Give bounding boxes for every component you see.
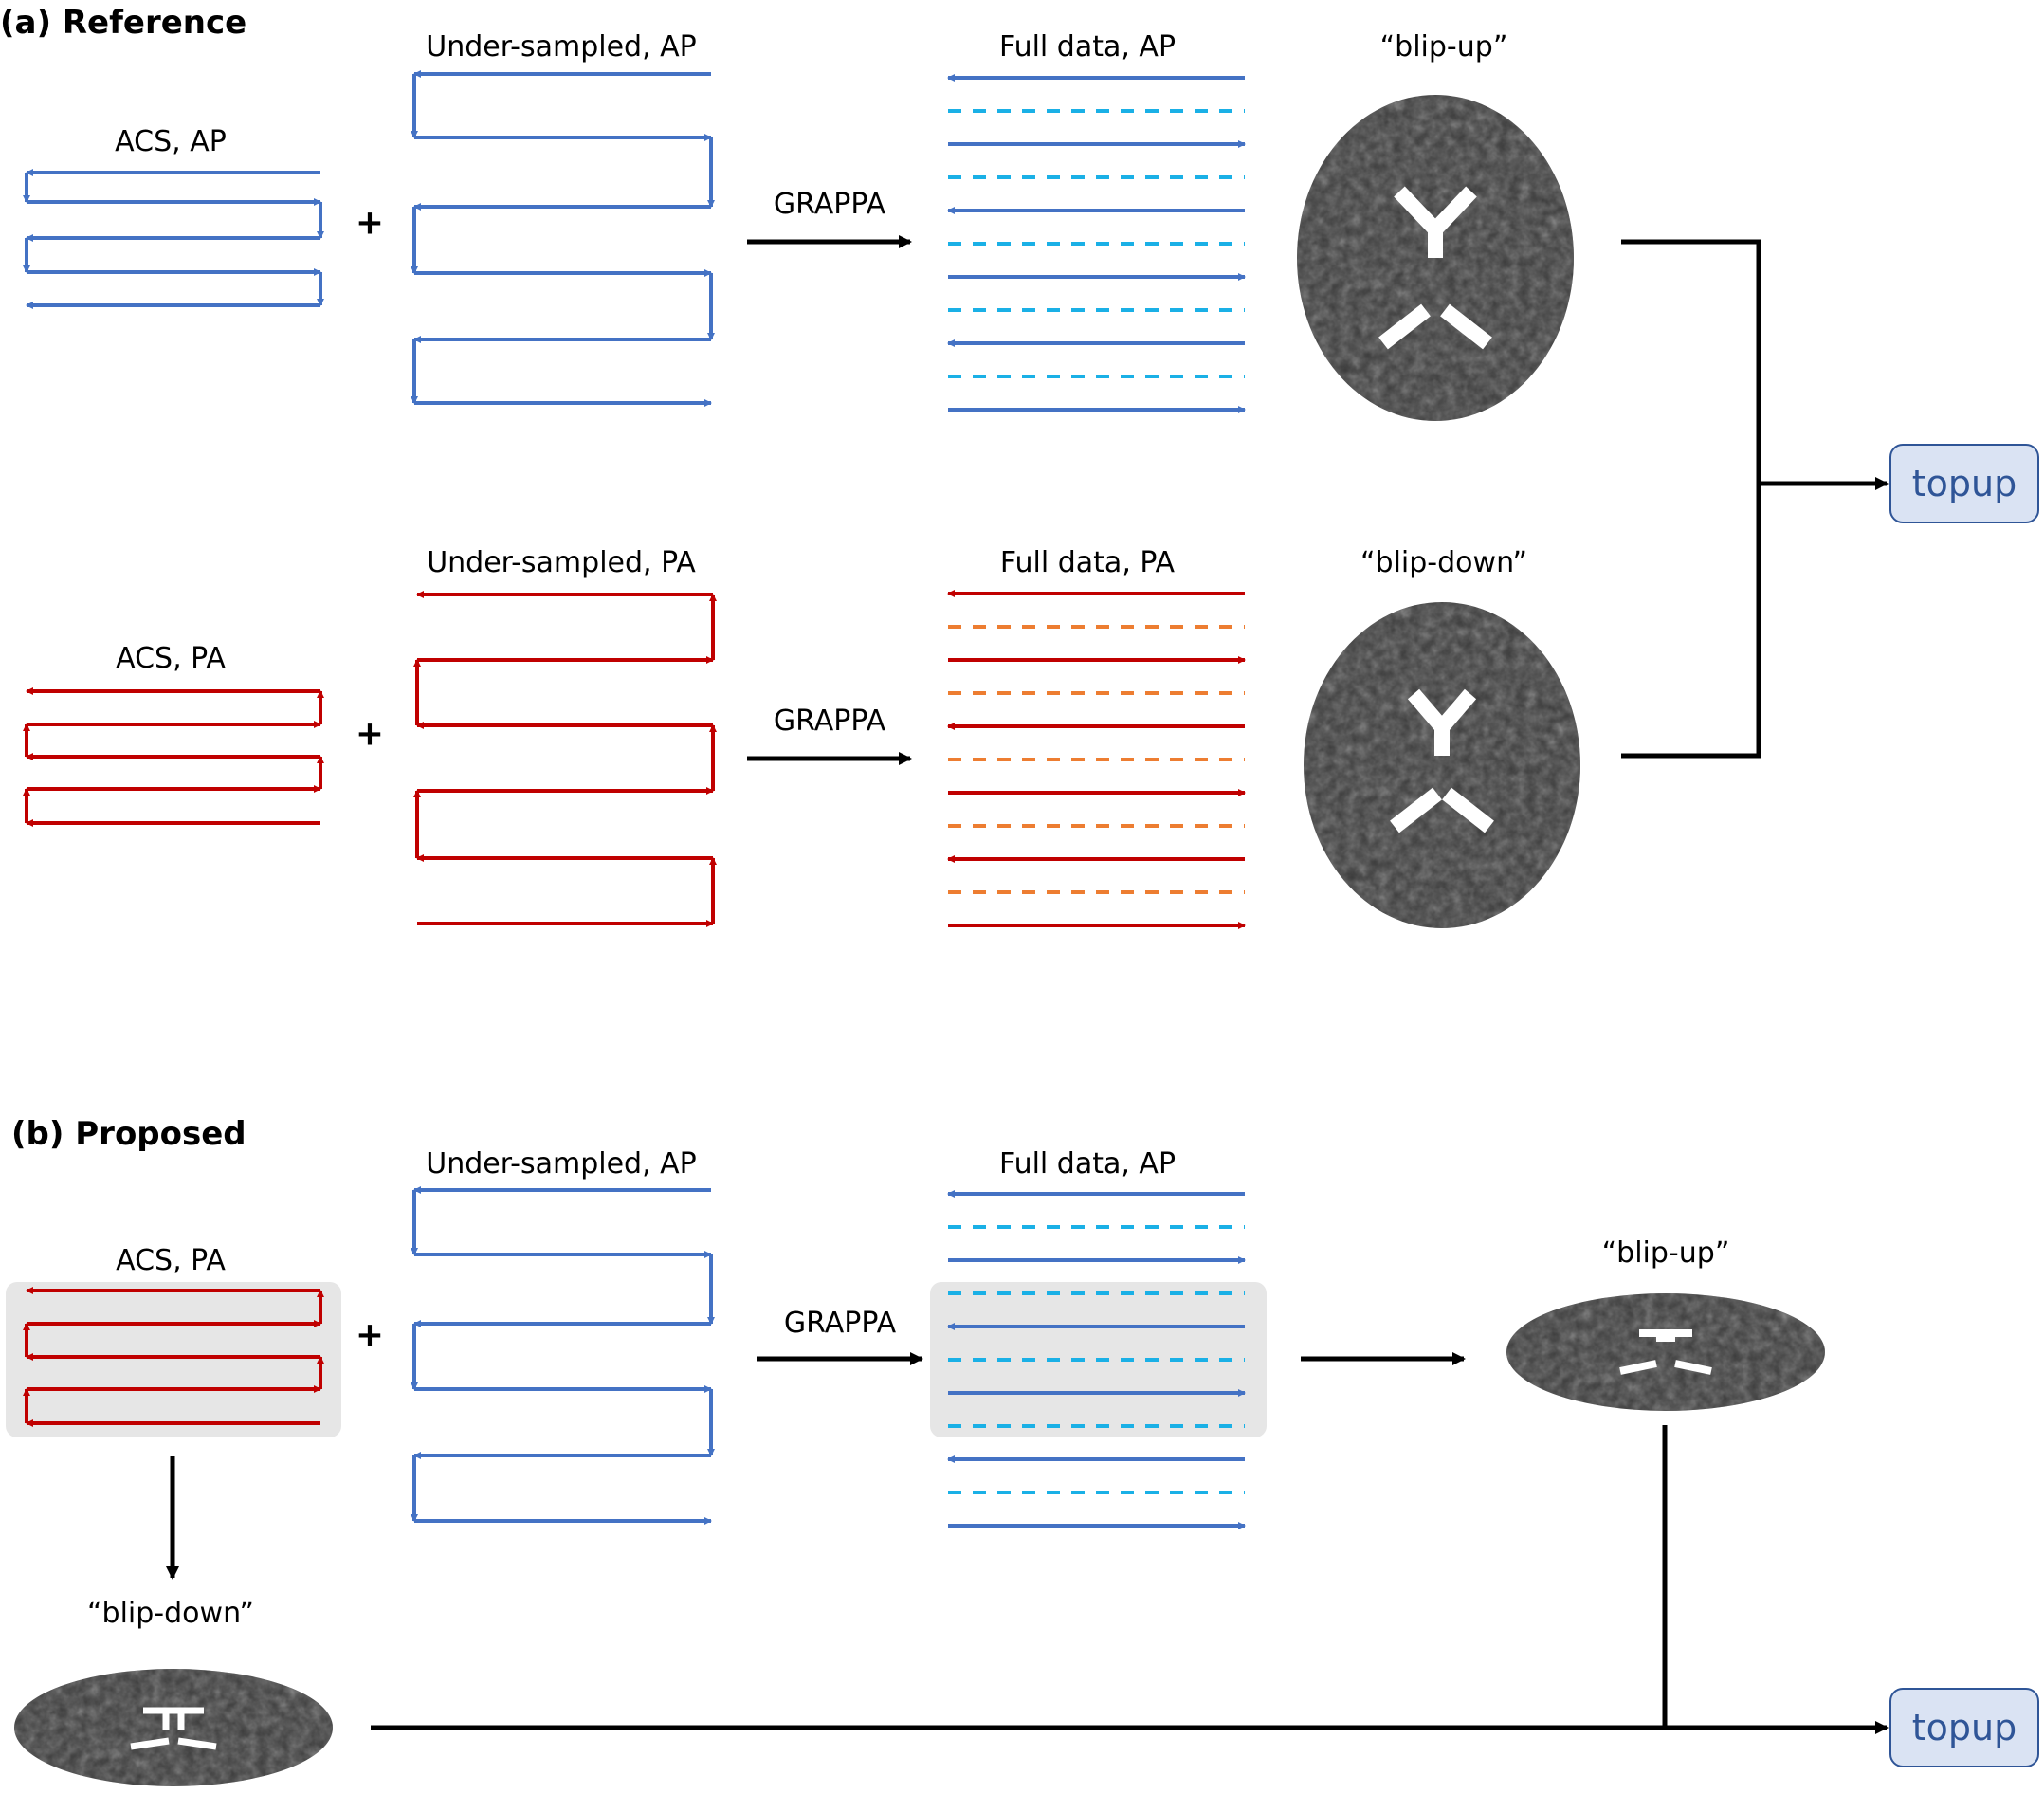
under-sampled-ap-label: Under-sampled, AP (426, 30, 697, 64)
section-b-title: (b) Proposed (11, 1115, 246, 1153)
section-a-title: (a) Reference (0, 4, 247, 42)
plus-sign-ap: + (355, 203, 385, 243)
full-data-pa-label: Full data, PA (999, 546, 1176, 579)
acs-pa-label-b: ACS, PA (116, 1244, 226, 1277)
brain-image-blip-down-a (1304, 602, 1580, 928)
blip-down-label-b: “blip-down” (87, 1597, 254, 1630)
acs-ap-label: ACS, AP (115, 125, 227, 158)
bracket-connector-a (1621, 239, 1761, 759)
blip-down-label-a: “blip-down” (1360, 546, 1527, 579)
full-data-ap-label: Full data, AP (998, 30, 1177, 64)
acs-pa-highlight-box (6, 1282, 341, 1437)
grappa-label-ap: GRAPPA (773, 188, 886, 221)
grappa-label-b: GRAPPA (783, 1307, 897, 1340)
blip-up-label-a: “blip-up” (1379, 30, 1508, 64)
plus-sign-pa: + (355, 714, 385, 754)
topup-box-a: topup (1889, 444, 2039, 523)
brain-image-blip-down-b (14, 1669, 333, 1786)
blip-up-label-b: “blip-up” (1601, 1236, 1730, 1270)
grappa-label-pa: GRAPPA (773, 705, 886, 738)
topup-box-b: topup (1889, 1688, 2039, 1767)
under-sampled-pa-label: Under-sampled, PA (427, 546, 696, 579)
brain-image-blip-up-a (1297, 95, 1574, 421)
full-data-ap-label-b: Full data, AP (998, 1147, 1177, 1181)
acs-pa-label: ACS, PA (116, 642, 226, 675)
plus-sign-b: + (355, 1315, 385, 1355)
under-sampled-ap-label-b: Under-sampled, AP (426, 1147, 697, 1181)
brain-image-blip-up-b (1506, 1293, 1825, 1411)
trajectory-layer (23, 70, 1246, 1529)
